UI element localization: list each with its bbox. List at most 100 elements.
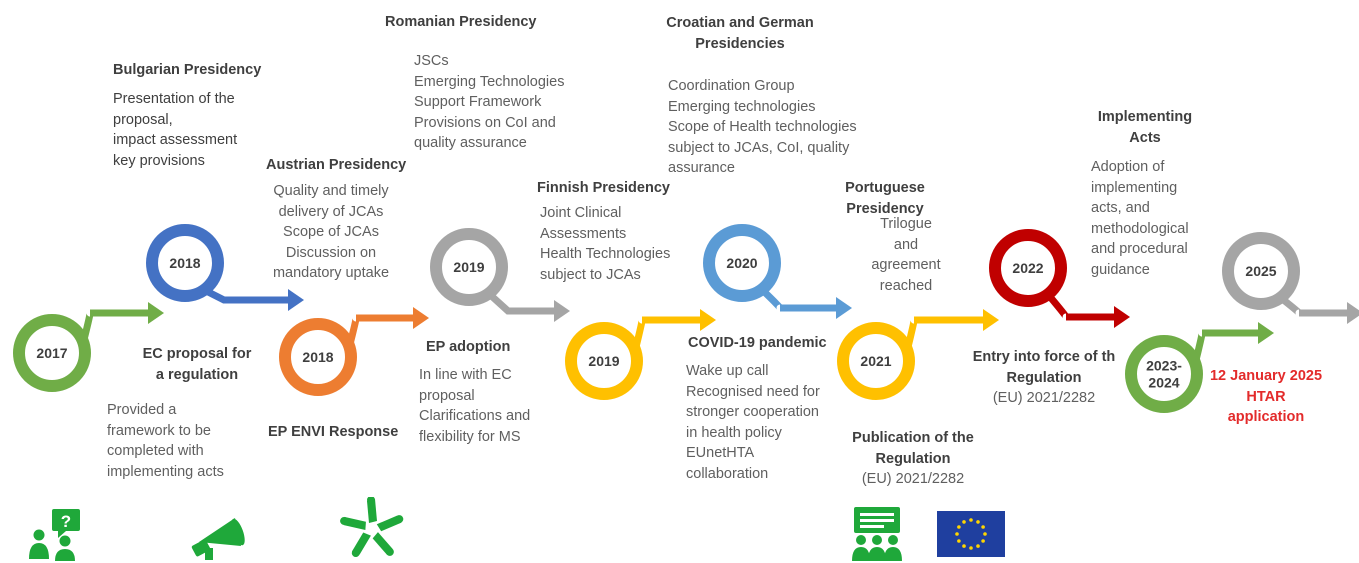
text-line: implementing (1091, 179, 1178, 196)
text-line: application (1227, 409, 1305, 425)
text-line: Trilogue (880, 216, 932, 232)
text-line: methodological (1091, 220, 1189, 237)
text-line: Emerging Technologies (414, 73, 565, 90)
ep-adoption-title: EP adoption (426, 339, 511, 355)
milestone-m2022: 2022 (989, 229, 1130, 328)
text-line: collaboration (686, 465, 769, 482)
eu-star (976, 544, 980, 548)
text-line: proposal, (113, 111, 173, 128)
austrian-presidency-title: Austrian Presidency (266, 157, 407, 173)
timeline-arrow-head (1258, 322, 1274, 344)
milestone-m2018a: 2018 (146, 224, 304, 311)
milestone-year-label: 2021 (860, 353, 891, 369)
milestone-year-label: 2024 (1148, 375, 1179, 391)
timeline-arrow-shaft (204, 287, 290, 304)
eu-star (981, 525, 985, 529)
text-line: proposal (419, 387, 475, 404)
milestone-ring (13, 314, 91, 392)
text-line: agreement (871, 257, 941, 273)
text-line: Scope of Health technologies (668, 119, 857, 135)
timeline-arrow-head (836, 297, 852, 319)
text-line: a regulation (155, 366, 239, 383)
text-line: In line with EC (419, 367, 512, 383)
timeline-arrow-head (1347, 302, 1359, 324)
text-line: in health policy (686, 424, 782, 441)
finnish-presidency-title: Finnish Presidency (537, 180, 670, 196)
megaphone-icon (191, 518, 245, 560)
milestone-ring (703, 224, 781, 302)
eu-star (962, 544, 966, 548)
timeline-arrow-head (413, 307, 429, 329)
text-line: Health Technologies (540, 246, 671, 262)
text-line: Presentation of the (113, 91, 235, 107)
eu-star (969, 546, 973, 550)
milestone-m2025: 2025 (1222, 232, 1359, 324)
romanian-presidency-title: Romanian Presidency (385, 14, 537, 30)
text-line: flexibility for MS (419, 428, 521, 445)
text-line: Croatian and German (666, 15, 814, 31)
timeline-arrow-head (554, 300, 570, 322)
milestone-year-label: 2025 (1245, 263, 1276, 279)
eu-star (983, 532, 987, 536)
entry-into-force-text: (EU) 2021/2282 (992, 390, 1096, 406)
text-line: acts, and (1091, 200, 1150, 216)
text-line: EUnetHTA (686, 445, 755, 461)
text-line: Assessments (540, 225, 627, 242)
milestone-year-label: 2017 (36, 345, 67, 361)
eu-star (962, 520, 966, 524)
text-line: Discussion on (285, 244, 377, 261)
timeline-arrow-head (1114, 306, 1130, 328)
timeline-arrow-head (983, 309, 999, 331)
text-line: and procedural (1091, 241, 1188, 257)
united-hands-icon (340, 497, 404, 559)
text-line: reached (879, 277, 933, 294)
milestone-m2023: 2023-2024 (1125, 322, 1274, 413)
milestone-year-label: 2023- (1146, 358, 1182, 374)
milestone-m2019b: 2019 (565, 309, 716, 400)
milestone-ring (430, 228, 508, 306)
eu-star (969, 518, 973, 522)
text-line: Presidencies (695, 35, 785, 52)
text-line: delivery of JCAs (278, 203, 384, 220)
text-line: subject to JCAs (540, 266, 641, 283)
covid-title: COVID-19 pandemic (688, 335, 827, 351)
text-line: Clarifications and (419, 408, 531, 424)
text-line: Regulation (875, 450, 951, 467)
timeline-arrow-head (148, 302, 164, 324)
text-line: Scope of JCAs (283, 224, 379, 240)
text-line: quality assurance (414, 135, 527, 151)
text-line: Acts (1129, 129, 1161, 146)
milestone-year-label: 2019 (588, 353, 619, 369)
text-line: subject to JCAs, CoI, quality (668, 139, 850, 156)
text-line: Emerging technologies (668, 98, 816, 115)
milestone-year-label: 2019 (453, 259, 484, 275)
milestone-year-label: 2022 (1012, 260, 1043, 276)
ep-envi-title: EP ENVI Response (268, 424, 399, 440)
eu-star (957, 525, 961, 529)
milestone-m2021: 2021 (837, 309, 999, 400)
publication-text: (EU) 2021/2282 (861, 471, 965, 487)
text-line: Support Framework (414, 94, 542, 110)
milestone-ring (837, 322, 915, 400)
text-line: 12 January 2025 (1209, 368, 1323, 384)
text-line: Publication of the (852, 430, 974, 446)
text-line: key provisions (113, 152, 205, 169)
text-line: framework to be (107, 422, 211, 439)
milestone-ring (146, 224, 224, 302)
text-line: implementing acts (107, 463, 224, 480)
